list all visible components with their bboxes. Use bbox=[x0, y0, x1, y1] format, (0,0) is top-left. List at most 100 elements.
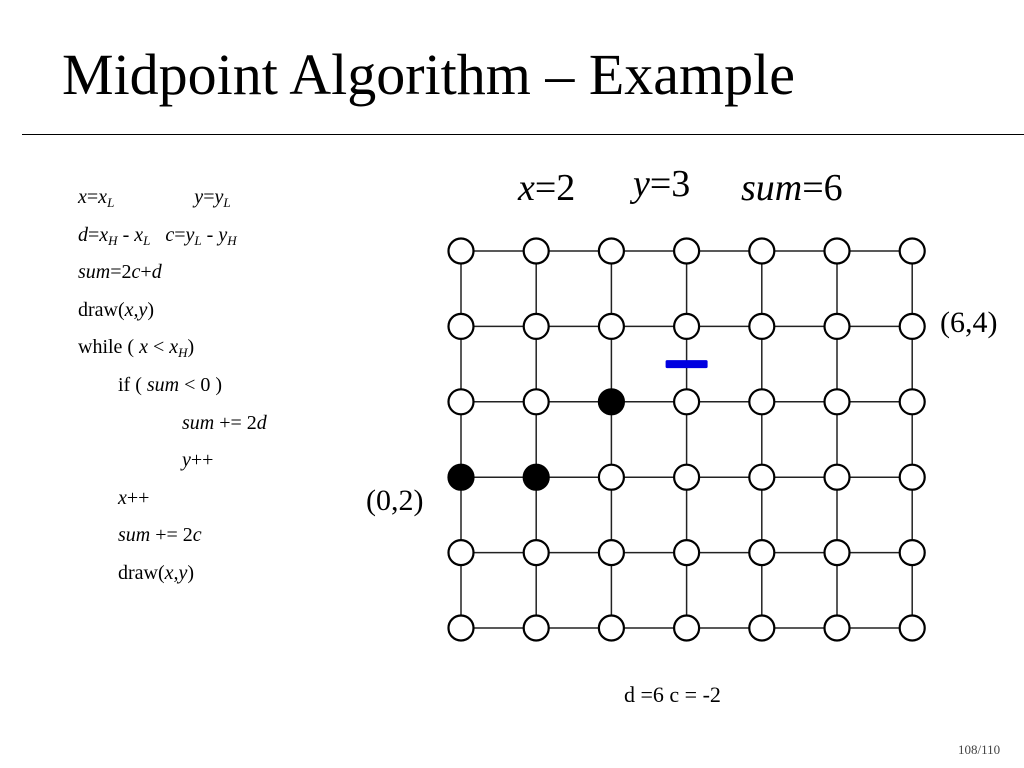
code-token: sum bbox=[118, 524, 151, 547]
grid-pixel bbox=[522, 614, 550, 642]
grid-pixel bbox=[823, 237, 851, 265]
code-token: L bbox=[194, 232, 202, 248]
grid-pixel bbox=[672, 312, 701, 340]
code-token: x bbox=[118, 486, 127, 509]
sum-value: sum=6 bbox=[741, 166, 843, 210]
grid-pixel bbox=[447, 388, 475, 416]
code-token: ) bbox=[187, 336, 195, 359]
code-token: x bbox=[99, 223, 109, 246]
code-token: = bbox=[174, 223, 186, 246]
code-line: while ( x < xH) bbox=[78, 335, 194, 359]
grid-pixel bbox=[672, 614, 701, 642]
grid-pixel bbox=[597, 614, 626, 642]
code-line: if ( sum < 0 ) bbox=[118, 373, 222, 397]
drawn-pixel bbox=[447, 463, 475, 491]
grid-pixel bbox=[597, 538, 626, 567]
code-token: = bbox=[86, 186, 99, 208]
code-token: x,y bbox=[164, 562, 188, 584]
grid-pixel bbox=[748, 614, 776, 642]
x-number: =2 bbox=[534, 167, 576, 209]
code-token: H bbox=[108, 232, 118, 248]
grid-pixel bbox=[823, 388, 851, 416]
code-token: x,y bbox=[124, 298, 148, 321]
title-divider bbox=[22, 134, 1024, 135]
code-token: y bbox=[218, 223, 228, 246]
code-token: y bbox=[185, 223, 195, 246]
sum-number: =6 bbox=[802, 167, 843, 209]
code-token: while ( bbox=[78, 336, 140, 359]
grid-pixel bbox=[522, 388, 550, 416]
y-label: y bbox=[633, 163, 650, 205]
code-token: + bbox=[140, 261, 152, 284]
end-point-label: (6,4) bbox=[940, 306, 998, 339]
code-token: += 2 bbox=[150, 524, 193, 547]
code-token: c bbox=[192, 524, 202, 547]
grid-pixel bbox=[522, 312, 550, 340]
grid-pixel bbox=[748, 463, 776, 491]
grid-pixel bbox=[823, 312, 851, 340]
code-token: sum bbox=[146, 374, 180, 396]
code-token: x bbox=[98, 186, 108, 208]
code-line: d=xH - xL c=yL - yH bbox=[78, 223, 237, 247]
code-token: - bbox=[201, 223, 219, 246]
grid-pixel bbox=[597, 312, 626, 340]
x-label: x bbox=[518, 167, 535, 209]
grid-pixel bbox=[672, 538, 701, 567]
code-token: y bbox=[182, 449, 191, 472]
grid-pixel bbox=[823, 614, 851, 642]
grid-pixel bbox=[748, 237, 776, 265]
sum-label: sum bbox=[741, 167, 803, 209]
grid-pixel bbox=[898, 388, 926, 416]
code-token: < bbox=[147, 336, 170, 359]
code-token: < 0 ) bbox=[179, 374, 223, 396]
grid-pixel bbox=[447, 237, 475, 265]
drawn-pixel bbox=[597, 388, 626, 416]
code-token: if ( bbox=[118, 374, 147, 396]
code-token: y bbox=[194, 186, 204, 208]
grid-pixel bbox=[672, 388, 701, 416]
code-token: - bbox=[117, 223, 135, 246]
grid-pixel bbox=[898, 237, 926, 265]
code-line: sum += 2d bbox=[182, 411, 267, 435]
code-token: ++ bbox=[190, 449, 214, 472]
x-value: x=2 bbox=[518, 166, 575, 210]
grid-pixel bbox=[522, 538, 550, 567]
grid-pixel bbox=[898, 312, 926, 340]
code-token: ) bbox=[187, 562, 195, 584]
code-token: x bbox=[139, 336, 148, 359]
grid-pixel bbox=[898, 463, 926, 491]
code-token: sum bbox=[78, 261, 111, 284]
code-token: L bbox=[107, 195, 115, 210]
code-token: ++ bbox=[126, 486, 150, 509]
grid-pixel bbox=[898, 614, 926, 642]
code-token: =2 bbox=[110, 261, 132, 284]
code-token: draw( bbox=[118, 562, 165, 584]
code-token: d bbox=[151, 261, 162, 284]
code-line: sum += 2c bbox=[118, 523, 202, 547]
grid-pixel bbox=[748, 312, 776, 340]
code-token: draw( bbox=[78, 298, 125, 321]
grid-pixel bbox=[672, 463, 701, 491]
grid-pixel bbox=[447, 312, 475, 340]
code-token: H bbox=[178, 345, 188, 361]
y-number: =3 bbox=[649, 163, 691, 205]
code-token: = bbox=[203, 186, 215, 208]
code-token: x bbox=[134, 223, 144, 246]
code-token: L bbox=[143, 232, 151, 248]
grid-pixel bbox=[748, 388, 776, 416]
code-token: += 2 bbox=[214, 411, 257, 434]
code-token: d bbox=[78, 223, 88, 246]
code-token: sum bbox=[182, 411, 215, 434]
code-token: c bbox=[165, 223, 175, 246]
drawn-pixel bbox=[522, 463, 550, 491]
grid-pixel bbox=[748, 538, 776, 567]
code-line: draw(x,y) bbox=[78, 298, 154, 322]
code-token: c bbox=[131, 261, 141, 284]
grid-pixel bbox=[597, 463, 626, 491]
grid-pixel bbox=[672, 237, 701, 265]
code-token: L bbox=[223, 195, 231, 210]
midpoint-marker bbox=[665, 360, 708, 369]
code-token: H bbox=[227, 232, 237, 248]
code-line: x++ bbox=[118, 486, 149, 510]
